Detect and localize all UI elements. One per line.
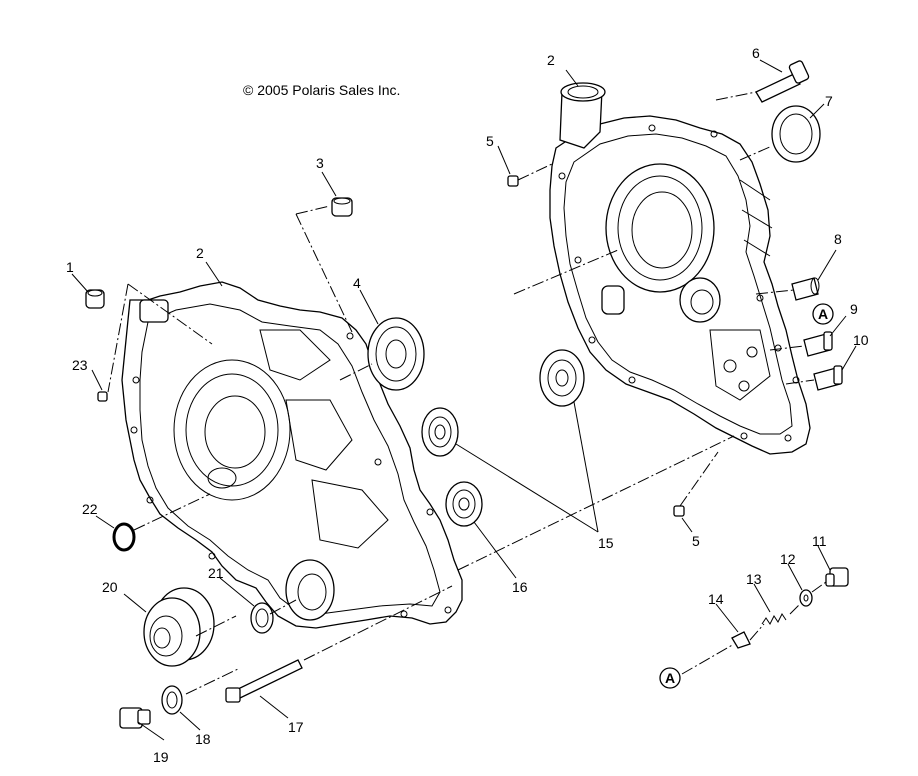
callout-7: 7 (825, 93, 833, 109)
part-6-bolt (755, 60, 810, 103)
callout-13: 13 (746, 571, 762, 587)
ref-circle-a-bottom (659, 667, 681, 689)
part-7-seal (771, 105, 821, 163)
part-1-dowel (85, 289, 105, 309)
callout-16: 16 (512, 579, 528, 595)
part-10-fitting (813, 365, 843, 391)
part-15-bearing-right (539, 349, 585, 407)
right-crankcase-half (549, 82, 811, 455)
center-lines (107, 91, 827, 695)
part-17-bolt (225, 659, 303, 703)
part-3-dowel (331, 197, 353, 217)
part-13-spring (761, 613, 787, 625)
callout-17: 17 (288, 719, 304, 735)
callout-4: 4 (353, 275, 361, 291)
part-12-washer (799, 589, 813, 607)
callout-11: 11 (812, 533, 827, 549)
left-crankcase-half (121, 281, 463, 629)
callout-8: 8 (834, 231, 842, 247)
part-18-washer (161, 685, 183, 715)
part-5-pin-upper (507, 175, 519, 187)
ref-mark-a-bottom: A (665, 670, 675, 686)
part-8-sleeve (791, 277, 820, 301)
callout-10: 10 (853, 332, 869, 348)
callout-18: 18 (195, 731, 211, 747)
ref-mark-a-top: A (818, 306, 828, 322)
callout-2-left: 2 (196, 245, 204, 261)
part-9-fitting (803, 331, 833, 357)
callout-6: 6 (752, 45, 760, 61)
part-11-plug (825, 567, 849, 587)
part-4-bearing (367, 317, 425, 391)
copyright-notice: © 2005 Polaris Sales Inc. (243, 82, 401, 98)
callout-14: 14 (708, 591, 724, 607)
part-22-o-ring (112, 522, 136, 552)
callout-15: 15 (598, 535, 614, 551)
leader-lines (71, 59, 857, 741)
callout-5-lower: 5 (692, 533, 700, 549)
callout-22: 22 (82, 501, 98, 517)
part-16-bearing (445, 481, 483, 527)
part-23-pin (97, 391, 108, 402)
part-5-pin-lower (673, 505, 685, 517)
part-14-plunger (731, 631, 751, 649)
callout-12: 12 (780, 551, 796, 567)
part-19-drain-plug (119, 707, 151, 729)
callout-1: 1 (66, 259, 74, 275)
callout-5-upper: 5 (486, 133, 494, 149)
part-20-cover (143, 587, 215, 667)
part-21-seal (250, 602, 274, 634)
callout-2-right: 2 (547, 52, 555, 68)
part-15-bearing-upper (421, 407, 459, 457)
callout-21: 21 (208, 565, 224, 581)
callout-23: 23 (72, 357, 88, 373)
callout-3: 3 (316, 155, 324, 171)
ref-circle-a-top (812, 303, 834, 325)
callout-19: 19 (153, 749, 169, 765)
callout-9: 9 (850, 301, 858, 317)
callout-20: 20 (102, 579, 118, 595)
